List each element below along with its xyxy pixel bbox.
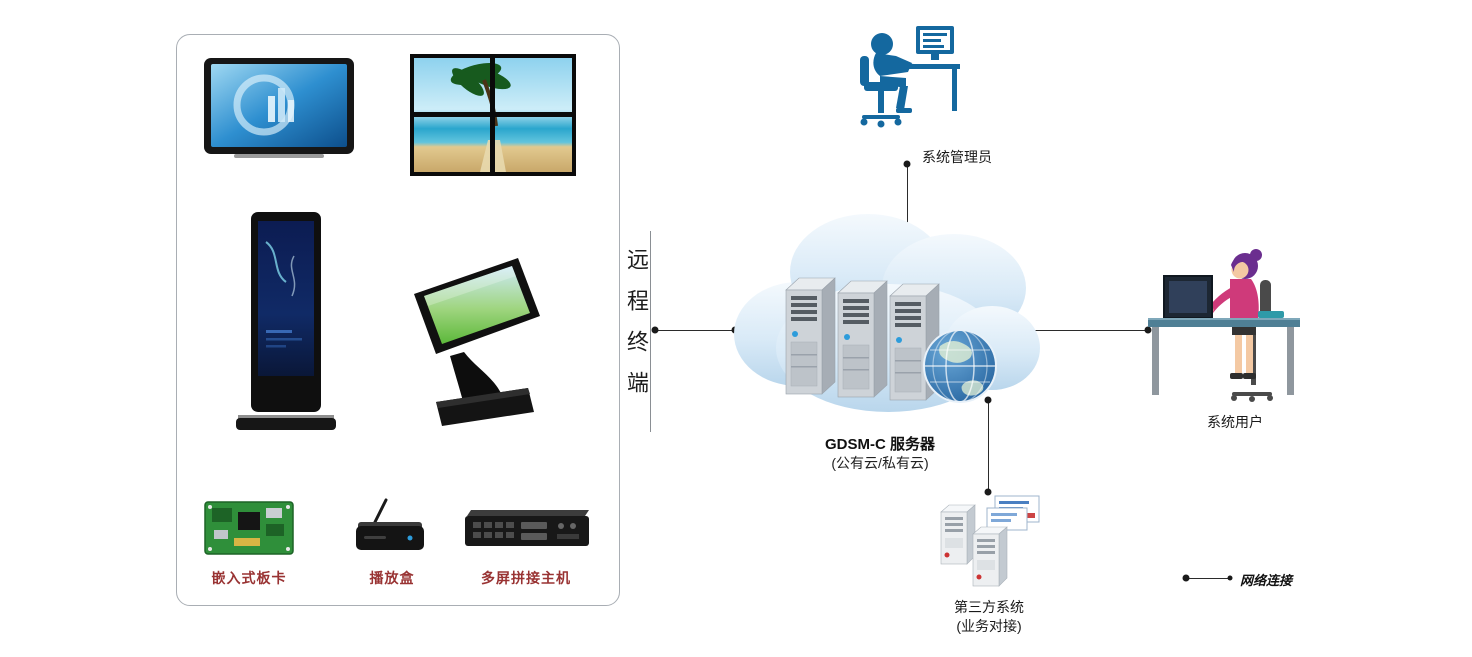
player-box-label: 播放盒 <box>369 570 415 586</box>
connector-dot <box>984 488 992 496</box>
server-towers <box>785 277 940 401</box>
third-party-system-icon <box>940 495 1040 587</box>
multi-screen-host-icon <box>465 510 589 546</box>
legend-end-dot <box>1227 575 1233 581</box>
embedded-board-label: 嵌入式板卡 <box>211 570 287 586</box>
document-icons <box>986 495 1040 531</box>
connector-admin-cloud <box>907 164 908 228</box>
user-label: 系统用户 <box>1207 414 1263 430</box>
touch-table-icon <box>414 258 540 426</box>
player-box-icon <box>356 498 424 550</box>
admin-figure-icon <box>860 26 960 128</box>
legend-line <box>1189 577 1229 579</box>
connector-dot <box>1144 326 1152 334</box>
connector-dot <box>651 326 659 334</box>
cloud-server-subtitle: (公有云/私有云) <box>831 455 929 471</box>
third-party-servers <box>940 504 1008 587</box>
connector-terminal-cloud <box>655 330 735 331</box>
legend-dot <box>1182 574 1190 582</box>
user-figure-icon <box>1148 249 1300 402</box>
admin-label: 系统管理员 <box>922 149 992 165</box>
legend-label: 网络连接 <box>1240 573 1293 588</box>
cloud-server-title: GDSM-C 服务器 <box>825 436 935 453</box>
remote-terminal-bracket-line <box>650 231 651 432</box>
third-party-subtitle: (业务对接) <box>956 618 1022 634</box>
video-wall-icon <box>410 54 576 176</box>
wall-display-icon <box>204 58 354 158</box>
standing-kiosk-icon <box>236 212 336 430</box>
multi-screen-host-label: 多屏拼接主机 <box>481 570 571 586</box>
connector-dot <box>984 396 992 404</box>
third-party-title: 第三方系统 <box>954 599 1024 615</box>
connector-dot <box>903 160 911 168</box>
embedded-board-icon <box>204 501 294 555</box>
remote-terminal-label: 远程终端 <box>624 248 649 412</box>
connector-cloud-thirdparty <box>988 400 989 492</box>
cloud-server-icon <box>734 214 1040 412</box>
connector-cloud-user <box>1002 330 1148 331</box>
globe-icon <box>923 329 997 403</box>
